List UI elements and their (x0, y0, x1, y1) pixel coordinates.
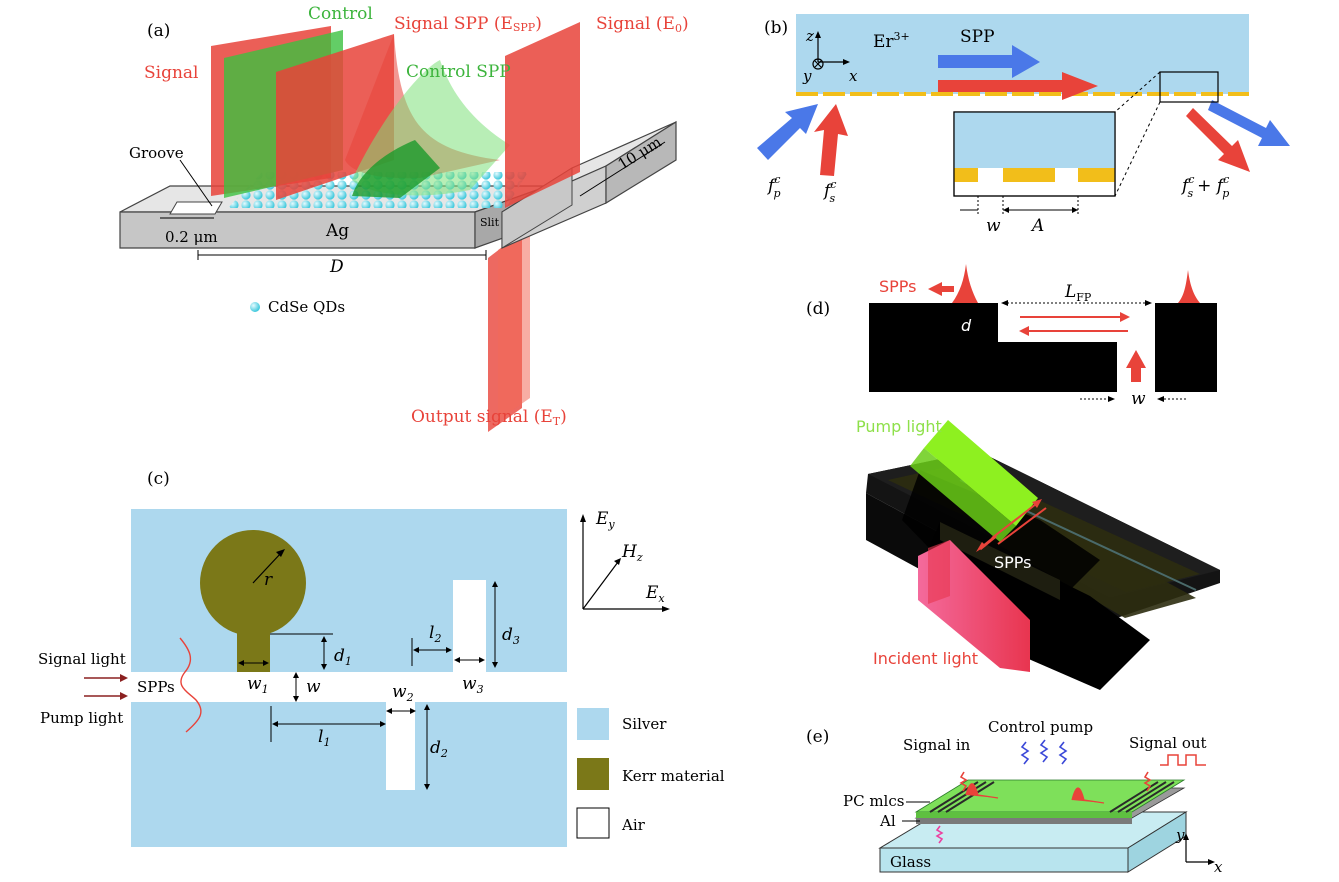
w2-label: w2 (392, 682, 414, 704)
pump-light-beam (924, 420, 1038, 526)
metal-label: Ag (325, 221, 349, 241)
control-pump-label: Control pump (988, 718, 1093, 736)
pump-wave-3 (1058, 741, 1068, 765)
A-label: A (1030, 216, 1044, 236)
silver-bottom (131, 702, 567, 847)
e-axis-x: x (1214, 858, 1223, 876)
ag-slab-right (501, 120, 677, 249)
w1-label: w1 (247, 674, 269, 696)
signal-in-label: Signal in (903, 736, 971, 754)
signal-out-label: Signal out (1129, 734, 1207, 752)
legend-kerr: Kerr material (622, 767, 725, 785)
pump-output-arrow (1208, 100, 1290, 146)
w-label: w (986, 216, 1001, 236)
d1-label: d1 (334, 646, 352, 668)
air-stub-bottom (386, 702, 415, 790)
groove (169, 201, 223, 215)
zoom-source-box (1159, 71, 1219, 103)
panel-c: (c) r d1 w1 w l1 w2 (38, 469, 725, 847)
e-axis-y: y (1175, 826, 1185, 844)
pump-light-label: Pump light (856, 417, 942, 436)
pump-input-arrow (757, 104, 818, 160)
legend-air: Air (621, 816, 646, 834)
spp-peak-right (1178, 270, 1200, 303)
panel-c-label: (c) (147, 469, 170, 489)
hz-label: Hz (621, 542, 643, 564)
d2-label: d2 (430, 738, 448, 760)
panel-e-label: (e) (806, 727, 829, 747)
legend-swatch-air (576, 807, 610, 839)
glass-label: Glass (890, 853, 931, 871)
kerr-stub (237, 630, 270, 672)
signal-label: Signal (144, 63, 199, 83)
groove-width-label: 0.2 μm (165, 228, 218, 246)
signal-e0-plane (505, 22, 580, 208)
signal-e0-label: Signal (E0) (596, 14, 689, 35)
sum-output-arrow (1186, 108, 1250, 172)
legend-swatch-kerr (577, 758, 609, 790)
w-slit-label: w (1131, 389, 1146, 409)
ey-label: Ey (595, 509, 615, 531)
l2-label: l2 (429, 623, 441, 645)
control-spp-label: Control SPP (406, 62, 511, 82)
ion-label: Er3+ (873, 30, 910, 52)
axis-x-label: x (849, 67, 858, 85)
silver-top (131, 509, 567, 672)
axis-y-label: y (802, 67, 812, 85)
qd-legend-icon (250, 302, 260, 312)
incident-arrow (1126, 350, 1146, 382)
signal-spp-label: Signal SPP (ESPP) (394, 14, 542, 34)
r-label: r (264, 570, 273, 590)
qd-legend-label: CdSe QDs (268, 298, 345, 316)
ex-label: Ex (645, 583, 665, 605)
panel-a-label: (a) (147, 21, 170, 41)
spp-label: SPP (960, 27, 995, 47)
spp-red-arrow (938, 72, 1098, 100)
legend-silver: Silver (622, 715, 667, 733)
spps-top-label: SPPs (879, 277, 917, 296)
w-gap-label: w (306, 677, 321, 697)
slit-label: Slit (480, 216, 500, 229)
axis-z-label: z (805, 27, 814, 45)
w3-label: w3 (462, 674, 484, 696)
panel-d: (d) SPPs LFP d w Pump li (806, 264, 1220, 690)
spps-label: SPPs (137, 678, 175, 696)
control-label: Control (308, 4, 373, 24)
air-stub-top (453, 580, 486, 672)
incident-light-label: Incident light (873, 649, 978, 668)
output-signal-label: Output signal (ET) (411, 407, 567, 428)
legend-swatch-silver (577, 708, 609, 740)
spps-bottom-label: SPPs (994, 553, 1032, 572)
groove-label: Groove (129, 144, 184, 162)
spp-field-profile (179, 637, 202, 733)
cavity-metal-right (1155, 303, 1217, 392)
spp-peak-left (952, 264, 978, 303)
signal-input-arrow (814, 104, 848, 176)
pc-mlcs-label: PC mlcs (843, 792, 904, 810)
distance-label: D (329, 257, 344, 277)
signal-out-pulse (1160, 754, 1206, 766)
pump-wave-2 (1039, 739, 1049, 763)
al-label: Al (879, 812, 896, 830)
panel-a: (a) (119, 4, 689, 432)
panel-b-label: (b) (764, 18, 788, 38)
cavity-metal-left (869, 303, 1117, 392)
d3-label: d3 (502, 625, 520, 647)
d-label: d (961, 316, 972, 335)
pump-wave-1 (1020, 741, 1030, 765)
panel-e: (e) Signal in Control pump Signal out (806, 718, 1223, 876)
panel-d-label: (d) (806, 299, 830, 319)
spp-blue-arrow (938, 45, 1040, 78)
l1-label: l1 (318, 727, 330, 749)
lfp-label: LFP (1064, 282, 1092, 304)
signal-light-label: Signal light (38, 650, 126, 668)
pump-light-label: Pump light (40, 709, 123, 727)
